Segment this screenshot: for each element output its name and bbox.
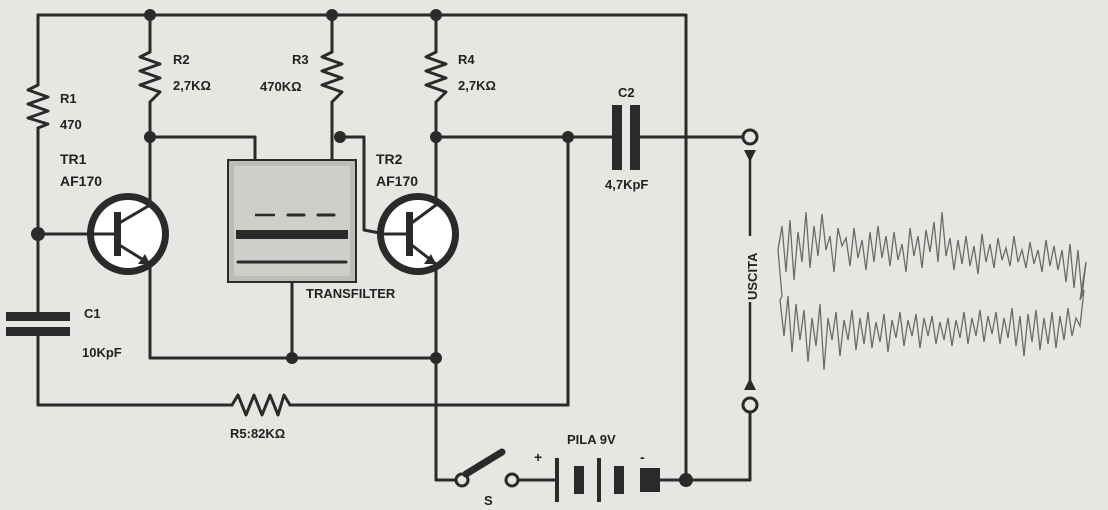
svg-text:-: - — [640, 449, 645, 465]
svg-text:470KΩ: 470KΩ — [260, 79, 302, 94]
capacitor-c2: C2 4,7KpF — [605, 85, 648, 192]
svg-text:4,7KpF: 4,7KpF — [605, 177, 648, 192]
resistor-r5: R5:82KΩ — [230, 393, 292, 441]
svg-text:C2: C2 — [618, 85, 635, 100]
svg-text:AF170: AF170 — [376, 173, 418, 189]
output-uscita: USCITA — [741, 128, 760, 414]
svg-text:PILA 9V: PILA 9V — [567, 432, 616, 447]
transistor-tr1: TR1 AF170 — [60, 151, 169, 275]
capacitor-c1: C1 10KpF — [6, 306, 122, 360]
svg-text:TRANSFILTER: TRANSFILTER — [306, 286, 396, 301]
svg-text:R5:82KΩ: R5:82KΩ — [230, 426, 285, 441]
transistor-tr2: TR2 AF170 — [376, 151, 459, 275]
svg-text:R3: R3 — [292, 52, 309, 67]
waveform-trace — [777, 211, 1087, 371]
transfilter: TRANSFILTER — [227, 159, 396, 301]
svg-text:R4: R4 — [458, 52, 475, 67]
switch-s: S — [454, 448, 520, 508]
svg-text:+: + — [534, 449, 542, 465]
svg-text:470: 470 — [60, 117, 82, 132]
resistor-r2: R2 2,7KΩ — [138, 50, 211, 104]
svg-text:USCITA: USCITA — [745, 252, 760, 300]
svg-text:R1: R1 — [60, 91, 77, 106]
svg-text:AF170: AF170 — [60, 173, 102, 189]
resistor-r4: R4 2,7KΩ — [424, 50, 496, 104]
svg-text:TR2: TR2 — [376, 151, 403, 167]
wiring — [36, 13, 752, 482]
svg-text:S: S — [484, 493, 493, 508]
svg-text:C1: C1 — [84, 306, 101, 321]
svg-text:10KpF: 10KpF — [82, 345, 122, 360]
battery-pila: PILA 9V + - — [534, 432, 660, 502]
resistor-r3: R3 470KΩ — [260, 50, 344, 104]
svg-text:2,7KΩ: 2,7KΩ — [458, 78, 496, 93]
resistor-r1: R1 470 — [26, 83, 82, 132]
svg-text:R2: R2 — [173, 52, 190, 67]
svg-text:TR1: TR1 — [60, 151, 87, 167]
junctions — [31, 9, 693, 487]
svg-text:2,7KΩ: 2,7KΩ — [173, 78, 211, 93]
